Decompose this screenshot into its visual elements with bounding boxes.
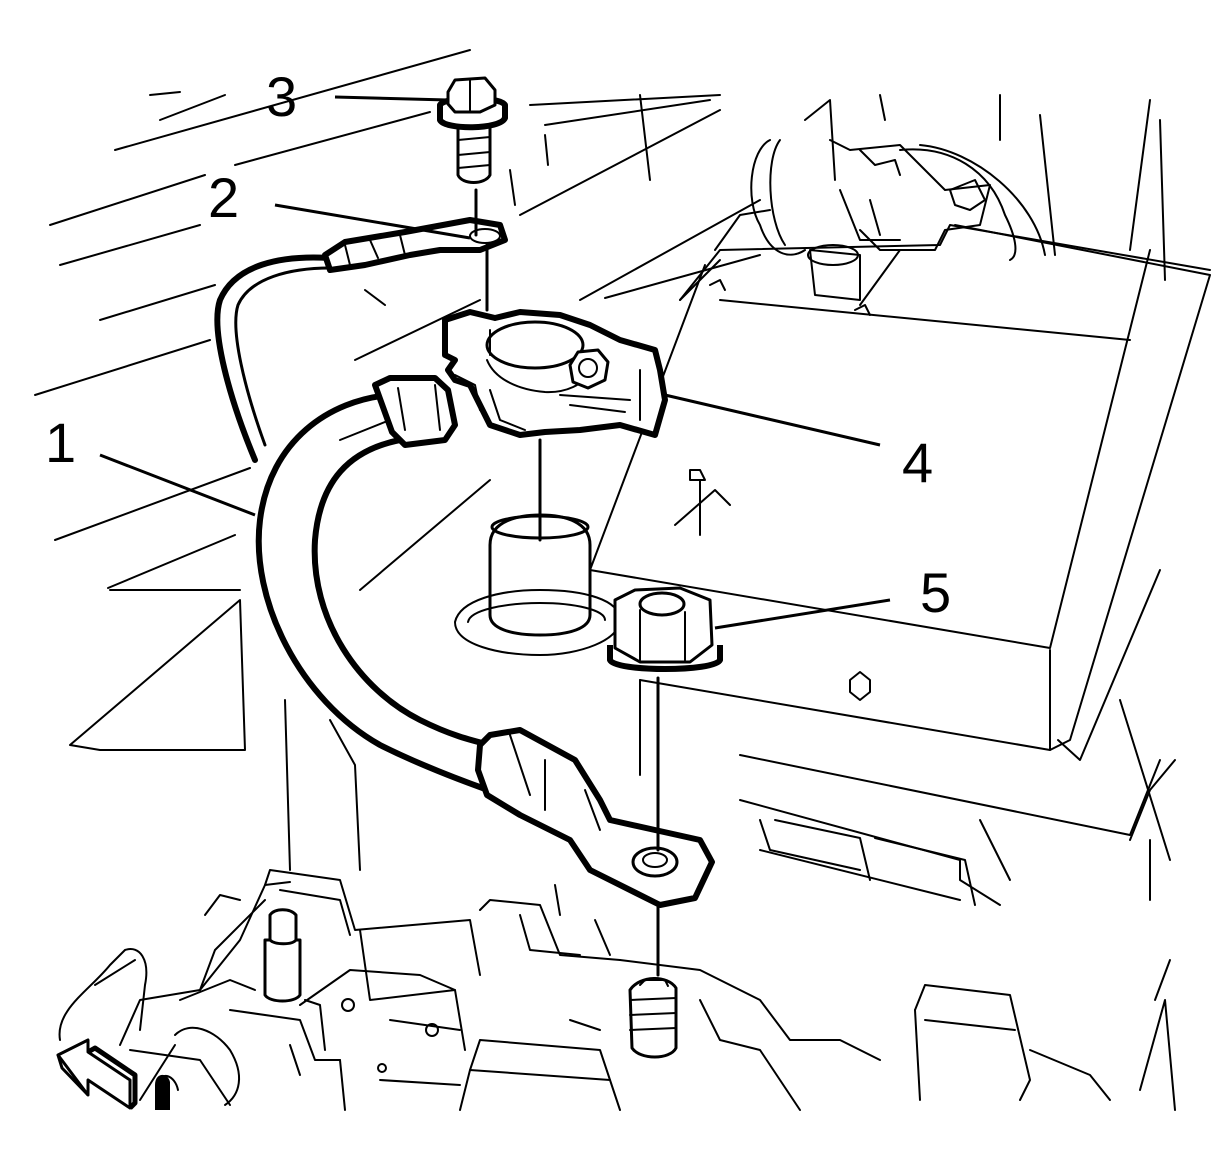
ground-stud: [628, 977, 678, 1059]
callout-5: 5: [920, 561, 951, 624]
callout-3: 3: [266, 65, 297, 128]
underhood-fuse-block: [58, 869, 881, 1111]
leader-1: [99, 453, 256, 517]
callout-2: 2: [208, 166, 239, 229]
callout-1: 1: [45, 411, 76, 474]
leader-5: [714, 598, 891, 630]
battery-negative-post: [454, 513, 621, 656]
terminal-bolt: [437, 76, 508, 184]
background-structure: [34, 49, 1211, 1111]
callout-labels: 1 2 3 4 5: [45, 65, 951, 624]
ground-nut: [607, 586, 723, 672]
alignment-lines: [474, 188, 660, 977]
leader-2: [274, 203, 471, 240]
battery-terminal-clamp: [442, 309, 668, 438]
ground-wire-eyelet: [214, 217, 508, 463]
leader-4: [664, 393, 881, 447]
callout-4: 4: [902, 431, 933, 494]
leader-3: [334, 95, 449, 102]
connector-dark-detail: [155, 1074, 170, 1110]
front-direction-arrow-icon: [56, 1038, 138, 1110]
callout-leaders: [99, 95, 891, 630]
negative-battery-cable: [255, 375, 715, 908]
